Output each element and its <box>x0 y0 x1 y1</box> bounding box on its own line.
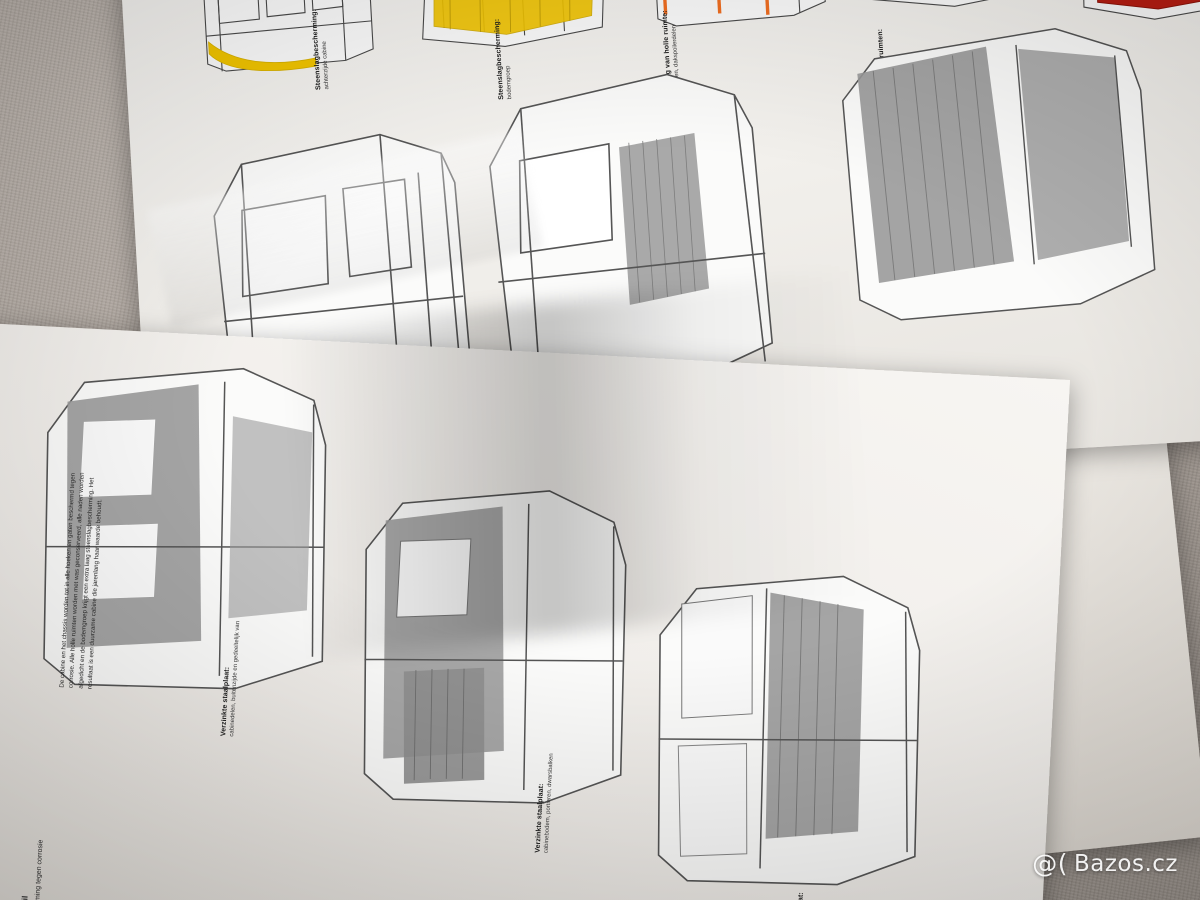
watermark: @( Bazos.cz <box>1032 849 1178 878</box>
drawing-truck-cab-roof-panel <box>825 13 1171 331</box>
drawing-truck-chassis-frame-orange <box>851 0 1074 20</box>
drawing-truck-cab-cavity-orange <box>637 0 845 32</box>
drawing-truck-floor-group-yellow <box>408 0 625 59</box>
drawing-truck-cab-outline-large-2 <box>457 53 815 401</box>
drawing-truck-cab-rear-yellow <box>189 0 396 77</box>
watermark-logo-icon: @( <box>1032 849 1068 878</box>
brochure-page-left: Verzinkte staalplaat: cabinedelen, buite… <box>0 319 1071 900</box>
drawing-truck-cab-galvanized-3 <box>633 558 950 900</box>
drawing-truck-underbody-wax-darkred <box>1066 0 1200 28</box>
drawing-truck-cab-galvanized-1 <box>13 346 360 703</box>
drawing-truck-cab-galvanized-2 <box>337 473 654 818</box>
watermark-text: Bazos.cz <box>1073 850 1178 877</box>
